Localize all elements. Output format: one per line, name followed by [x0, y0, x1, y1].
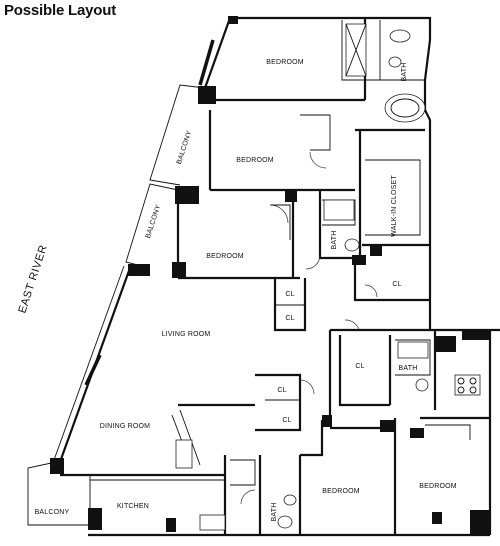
label-bedroom-third: BEDROOM: [206, 253, 244, 260]
label-east-river: EAST RIVER: [16, 243, 49, 314]
label-bedroom-middle: BEDROOM: [236, 157, 274, 164]
label-balcony-upper: BALCONY: [176, 130, 193, 165]
interior-walls: [60, 18, 490, 535]
label-bedroom-top: BEDROOM: [266, 59, 304, 66]
label-closet-c: CL: [277, 387, 286, 394]
label-closet-d: CL: [282, 417, 291, 424]
label-closet-a: CL: [285, 291, 294, 298]
label-bath-lower-right: BATH: [399, 365, 418, 372]
label-balcony-middle: BALCONY: [145, 204, 162, 239]
room-labels: BEDROOM BATH BEDROOM BALCONY WALK-IN CLO…: [16, 59, 456, 521]
label-closet-b: CL: [285, 315, 294, 322]
label-closet-lower-left: CL: [355, 363, 364, 370]
label-balcony-lower: BALCONY: [35, 509, 70, 516]
label-closet-right: CL: [392, 281, 401, 288]
label-kitchen: KITCHEN: [117, 503, 149, 510]
label-bath-top: BATH: [401, 63, 408, 82]
column-blocks: [50, 16, 490, 534]
outer-walls: [27, 16, 500, 537]
label-dining-room: DINING ROOM: [100, 423, 150, 430]
label-walk-in-closet: WALK-IN CLOSET: [391, 175, 398, 237]
label-living-room: LIVING ROOM: [162, 331, 211, 338]
label-bath-bottom: BATH: [271, 503, 278, 522]
label-bath-middle: BATH: [331, 231, 338, 250]
page-title: Possible Layout: [4, 2, 117, 19]
label-bedroom-bottom-right: BEDROOM: [419, 483, 457, 490]
fixtures: [175, 23, 481, 531]
door-swings: [240, 151, 378, 505]
label-bedroom-bottom-left: BEDROOM: [322, 488, 360, 495]
